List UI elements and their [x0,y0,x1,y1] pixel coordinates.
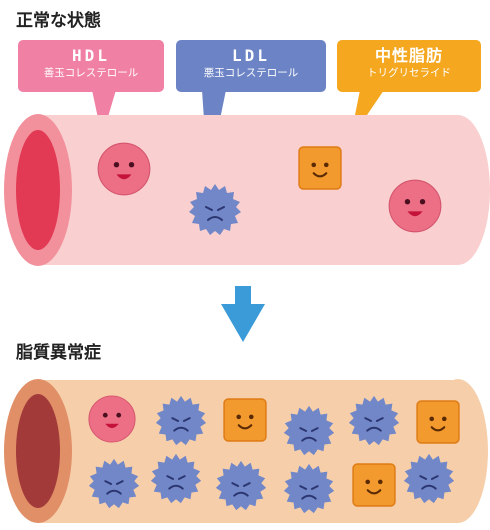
down-arrow-icon [221,286,265,342]
normal-vessel [4,114,490,266]
hdl-particle [97,142,151,196]
ldl-callout-title: LDL [232,46,270,65]
hdl-callout-title: HDL [72,46,110,65]
tg-particle [223,398,267,442]
tg-particle [298,146,342,190]
ldl-callout-subtitle: 悪玉コレステロール [203,67,299,79]
hdl-callout-tail [92,90,116,137]
tg-callout: 中性脂肪 トリグリセライド [337,40,481,92]
hdl-particle [388,179,442,233]
dyslipidemia-title: 脂質異常症 [16,343,101,363]
hdl-callout: HDL 善玉コレステロール [18,40,164,92]
hdl-particle [88,395,136,443]
tg-particle [352,463,396,507]
hdl-callout-subtitle: 善玉コレステロール [43,67,139,79]
tg-particle [416,400,460,444]
tg-callout-subtitle: トリグリセライド [367,67,451,79]
normal-state-title: 正常な状態 [16,11,101,31]
tg-callout-title: 中性脂肪 [374,46,443,65]
ldl-callout: LDL 悪玉コレステロール [176,40,326,92]
